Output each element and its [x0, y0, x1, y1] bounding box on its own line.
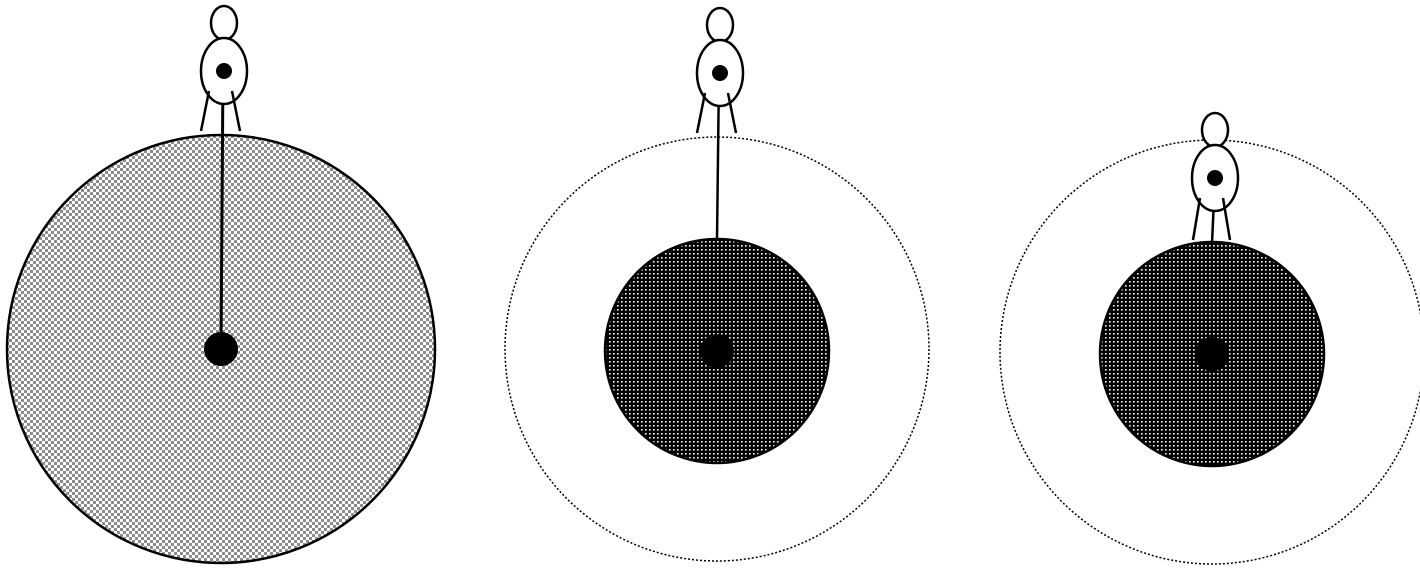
tether-line	[221, 71, 223, 349]
center-dot	[700, 334, 734, 368]
panel-2	[505, 8, 929, 561]
person-figure-icon	[697, 8, 743, 133]
panel-1	[7, 6, 435, 563]
center-dot	[204, 332, 238, 366]
person-figure-icon	[1192, 113, 1238, 240]
center-dot	[1195, 337, 1229, 371]
panel-3	[1000, 113, 1420, 564]
